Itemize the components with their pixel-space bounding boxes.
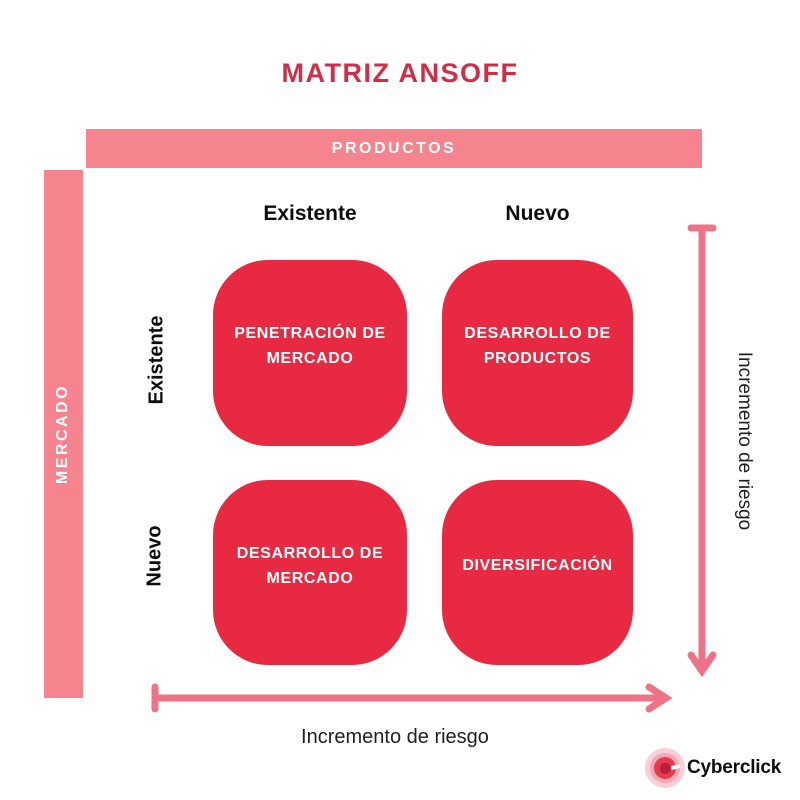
risk-arrow-vertical-icon bbox=[687, 224, 717, 678]
row-header-existente: Existente bbox=[145, 315, 168, 405]
row-header-nuevo: Nuevo bbox=[143, 525, 166, 587]
quadrant-label: DESARROLLO DE PRODUCTOS bbox=[464, 325, 611, 367]
market-axis-bar: MERCADO bbox=[44, 170, 83, 698]
quadrant-market-development: DESARROLLO DE MERCADO bbox=[213, 480, 407, 665]
quadrant-label: DESARROLLO DE MERCADO bbox=[236, 544, 384, 587]
page-title: MATRIZ ANSOFF bbox=[281, 58, 519, 88]
products-axis-bar: PRODUCTOS bbox=[86, 129, 702, 168]
quadrant-label: PENETRACIÓN DE MERCADO bbox=[234, 325, 386, 367]
quadrant-label: DIVERSIFICACIÓN bbox=[462, 557, 613, 575]
products-axis-label: PRODUCTOS bbox=[331, 139, 457, 157]
market-axis-label: MERCADO bbox=[54, 383, 72, 485]
risk-label-horizontal: Incremento de riesgo bbox=[301, 726, 489, 748]
cyberclick-logo-dot bbox=[660, 763, 671, 774]
quadrant-market-penetration: PENETRACIÓN DE MERCADO bbox=[213, 260, 407, 446]
quadrant-product-development: DESARROLLO DE PRODUCTOS bbox=[442, 260, 633, 446]
risk-arrow-horizontal-icon bbox=[151, 683, 673, 713]
quadrant-diversification: DIVERSIFICACIÓN bbox=[442, 480, 633, 665]
column-header-nuevo: Nuevo bbox=[505, 202, 570, 225]
column-header-existente: Existente bbox=[263, 202, 357, 225]
brand-name: Cyberclick bbox=[687, 757, 782, 778]
risk-label-vertical: Incremento de riesgo bbox=[734, 351, 755, 531]
